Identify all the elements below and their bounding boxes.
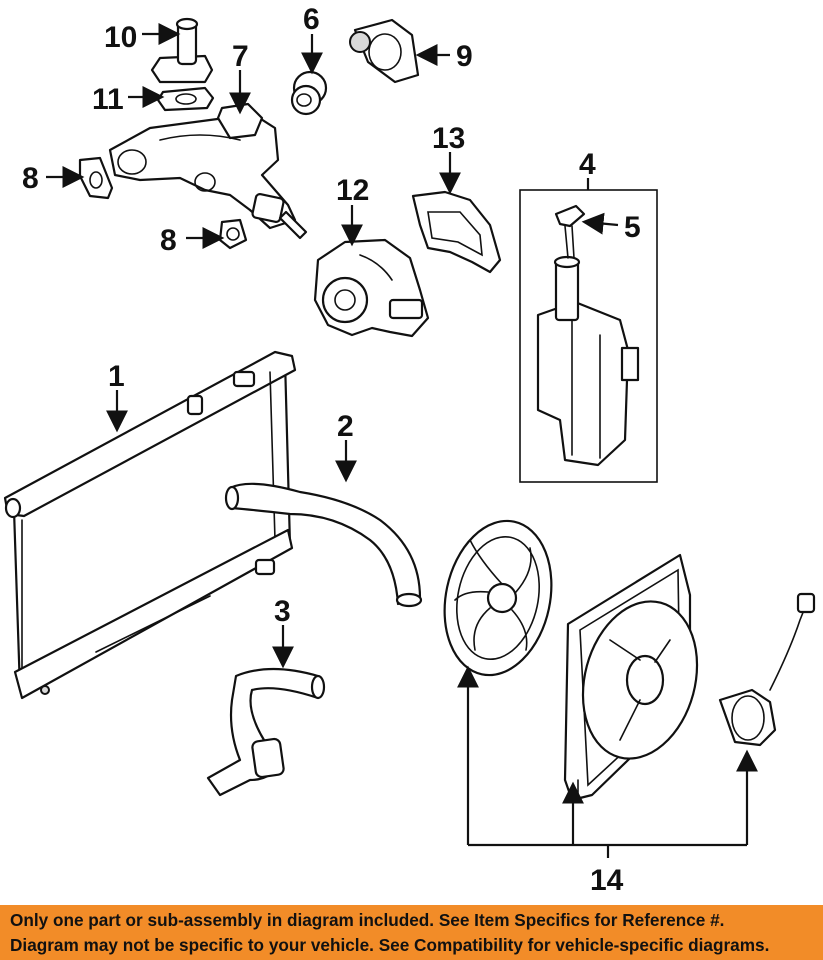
callout-1: 1	[108, 360, 125, 393]
callout-9: 9	[456, 40, 473, 73]
part-1-radiator	[3, 350, 297, 700]
callout-10: 10	[104, 21, 137, 54]
disclaimer-line-2: Diagram may not be specific to your vehi…	[10, 935, 770, 955]
part-5-reservoir-cap	[554, 204, 586, 259]
callout-8-lower: 8	[160, 224, 177, 257]
callout-12: 12	[336, 174, 369, 207]
part-2-upper-hose	[224, 482, 423, 608]
callout-3: 3	[274, 595, 291, 628]
part-13-pump-gasket	[411, 190, 502, 274]
callout-2: 2	[337, 410, 354, 443]
disclaimer-banner: Only one part or sub-assembly in diagram…	[0, 905, 823, 960]
callout-13: 13	[432, 122, 465, 155]
part-3-lower-hose	[206, 667, 326, 797]
callout-7: 7	[232, 40, 249, 73]
disclaimer-line-1: Only one part or sub-assembly in diagram…	[10, 910, 725, 930]
parts-diagram: 10 11 7 6 9 8 8 12 13 4 5 1 2 3 14	[3, 3, 816, 897]
part-4-coolant-reservoir	[536, 255, 640, 467]
part-14-fan-motor	[718, 592, 816, 747]
part-7-water-manifold	[108, 102, 308, 240]
callout-8-left: 8	[22, 162, 39, 195]
callout-11: 11	[92, 83, 124, 116]
callout-5: 5	[624, 211, 641, 244]
leader-lines	[46, 23, 758, 858]
part-11-gasket	[156, 86, 215, 112]
callout-4: 4	[579, 148, 596, 181]
callout-6: 6	[303, 3, 320, 36]
part-14-fan-shroud	[563, 553, 699, 802]
part-14-fan-blade	[443, 519, 553, 677]
part-10-outlet-fitting	[150, 17, 214, 84]
part-9-housing	[349, 18, 420, 84]
part-6-thermostat	[290, 70, 328, 116]
callout-14: 14	[590, 864, 624, 897]
part-8-gasket-left	[78, 156, 114, 200]
part-8-gasket-lower	[218, 218, 248, 250]
part-12-water-pump	[313, 238, 430, 338]
